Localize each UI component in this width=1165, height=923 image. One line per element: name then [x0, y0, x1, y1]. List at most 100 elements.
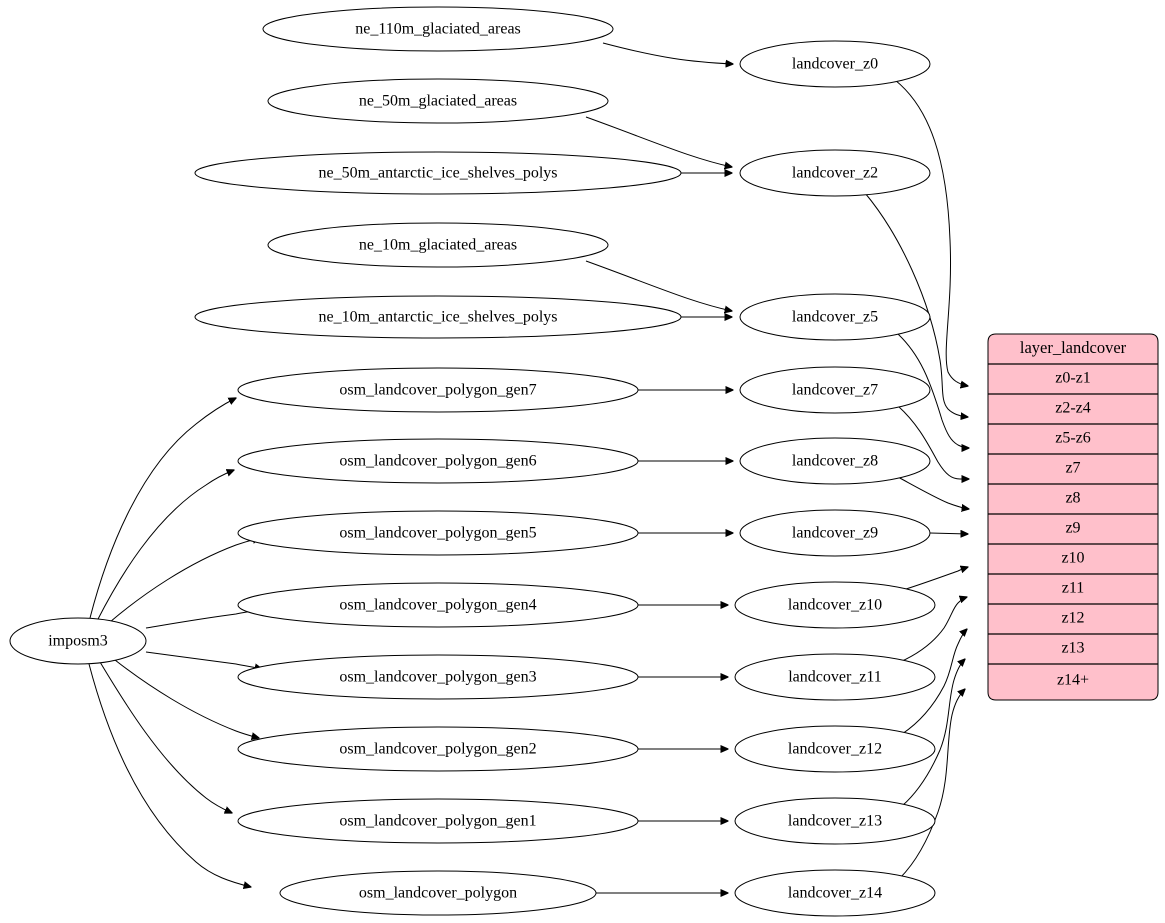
osm-landcover-polygon-gen4-label: osm_landcover_polygon_gen4: [339, 597, 536, 614]
edge-z12-to-row-z12: [901, 629, 967, 735]
table-row[interactable]: z9: [1065, 520, 1080, 537]
edge-imposm3-to-gen4: [145, 609, 262, 629]
node-osm-landcover-polygon-gen1[interactable]: osm_landcover_polygon_gen1: [237, 798, 639, 844]
ne-50m-glaciated-areas-ellipse[interactable]: [267, 78, 609, 124]
edge-imposm3-to-gen5: [109, 538, 260, 623]
table-row[interactable]: z12: [1061, 610, 1084, 627]
landcover-z10-label: landcover_z10: [788, 597, 882, 614]
ne-10m-glaciated-areas-ellipse[interactable]: [267, 222, 609, 268]
landcover-z0-ellipse[interactable]: [739, 40, 931, 88]
landcover-z5-ellipse[interactable]: [739, 293, 931, 341]
node-group-landcover-views: landcover_z0 landcover_z2 landcover_z5 l…: [734, 40, 936, 917]
node-group-osm-tables: osm_landcover_polygon_gen7 osm_landcover…: [237, 367, 639, 916]
osm-landcover-polygon-gen6-ellipse[interactable]: [237, 438, 639, 484]
landcover-z2-ellipse[interactable]: [739, 149, 931, 197]
osm-landcover-polygon-gen2-ellipse[interactable]: [237, 726, 639, 772]
edge-z5-to-row-z5z6: [897, 333, 969, 448]
node-ne-50m-antarctic-ice-shelves-polys[interactable]: ne_50m_antarctic_ice_shelves_polys: [194, 151, 682, 195]
layer-landcover-table[interactable]: layer_landcover z0-z1 z2-z4 z5-z6 z7 z8 …: [987, 333, 1159, 701]
osm-landcover-polygon-gen7-ellipse[interactable]: [237, 367, 639, 413]
osm-landcover-polygon-gen5-label: osm_landcover_polygon_gen5: [339, 525, 536, 542]
node-osm-landcover-polygon-gen6[interactable]: osm_landcover_polygon_gen6: [237, 438, 639, 484]
edge-group-imposm3: [88, 398, 262, 887]
edge-imposm3-to-gen1: [99, 661, 232, 813]
node-osm-landcover-polygon-gen4[interactable]: osm_landcover_polygon_gen4: [237, 582, 639, 628]
landcover-z11-label: landcover_z11: [788, 669, 882, 686]
ne-50m-antarctic-ice-shelves-polys-label: ne_50m_antarctic_ice_shelves_polys: [318, 165, 557, 182]
osm-landcover-polygon-gen3-ellipse[interactable]: [237, 654, 639, 700]
node-landcover-z5[interactable]: landcover_z5: [739, 293, 931, 341]
ne-110m-glaciated-areas-label: ne_110m_glaciated_areas: [355, 21, 521, 38]
landcover-z9-label: landcover_z9: [792, 525, 878, 542]
landcover-z7-label: landcover_z7: [792, 382, 878, 399]
landcover-z10-ellipse[interactable]: [734, 581, 936, 629]
landcover-z8-label: landcover_z8: [792, 453, 878, 470]
osm-landcover-polygon-gen4-ellipse[interactable]: [237, 582, 639, 628]
table-row[interactable]: z8: [1065, 490, 1080, 507]
node-landcover-z14[interactable]: landcover_z14: [734, 869, 936, 917]
edge-ne110m-to-z0: [602, 42, 733, 64]
ne-10m-glaciated-areas-label: ne_10m_glaciated_areas: [359, 237, 517, 254]
table-row[interactable]: z7: [1065, 460, 1080, 477]
landcover-z12-ellipse[interactable]: [734, 725, 936, 773]
edge-z2-to-row-z2z4: [864, 192, 968, 417]
node-osm-landcover-polygon-gen7[interactable]: osm_landcover_polygon_gen7: [237, 367, 639, 413]
node-landcover-z0[interactable]: landcover_z0: [739, 40, 931, 88]
osm-landcover-polygon-gen1-ellipse[interactable]: [237, 798, 639, 844]
table-row[interactable]: z0-z1: [1055, 370, 1091, 387]
node-imposm3[interactable]: imposm3: [9, 617, 147, 665]
ne-50m-antarctic-ice-shelves-polys-ellipse[interactable]: [194, 151, 682, 195]
node-landcover-z11[interactable]: landcover_z11: [734, 653, 936, 701]
node-ne-10m-glaciated-areas[interactable]: ne_10m_glaciated_areas: [267, 222, 609, 268]
node-osm-landcover-polygon[interactable]: osm_landcover_polygon: [279, 870, 597, 916]
node-osm-landcover-polygon-gen3[interactable]: osm_landcover_polygon_gen3: [237, 654, 639, 700]
node-landcover-z2[interactable]: landcover_z2: [739, 149, 931, 197]
table-row[interactable]: z13: [1061, 640, 1084, 657]
node-landcover-z13[interactable]: landcover_z13: [734, 797, 936, 845]
edge-group-landcover-to-layer: [864, 79, 969, 879]
osm-landcover-polygon-label: osm_landcover_polygon: [359, 885, 517, 902]
node-ne-50m-glaciated-areas[interactable]: ne_50m_glaciated_areas: [267, 78, 609, 124]
osm-landcover-polygon-gen5-ellipse[interactable]: [237, 510, 639, 556]
edge-z0-to-row-z0z1: [894, 79, 968, 386]
table-row[interactable]: z11: [1062, 580, 1085, 597]
node-ne-110m-glaciated-areas[interactable]: ne_110m_glaciated_areas: [262, 6, 614, 52]
edge-imposm3-to-gen7: [89, 398, 236, 619]
landcover-z12-label: landcover_z12: [788, 741, 882, 758]
landcover-z14-label: landcover_z14: [788, 885, 882, 902]
node-osm-landcover-polygon-gen2[interactable]: osm_landcover_polygon_gen2: [237, 726, 639, 772]
landcover-z7-ellipse[interactable]: [739, 366, 931, 414]
node-landcover-z12[interactable]: landcover_z12: [734, 725, 936, 773]
node-landcover-z9[interactable]: landcover_z9: [739, 509, 931, 557]
osm-landcover-polygon-gen1-label: osm_landcover_polygon_gen1: [339, 813, 536, 830]
landcover-z11-ellipse[interactable]: [734, 653, 936, 701]
osm-landcover-polygon-gen2-label: osm_landcover_polygon_gen2: [339, 741, 536, 758]
node-ne-10m-antarctic-ice-shelves-polys[interactable]: ne_10m_antarctic_ice_shelves_polys: [194, 295, 682, 339]
node-osm-landcover-polygon-gen5[interactable]: osm_landcover_polygon_gen5: [237, 510, 639, 556]
landcover-z14-ellipse[interactable]: [734, 869, 936, 917]
node-landcover-z10[interactable]: landcover_z10: [734, 581, 936, 629]
ne-50m-glaciated-areas-label: ne_50m_glaciated_areas: [359, 93, 517, 110]
edge-imposm3-to-gen2: [114, 659, 259, 738]
osm-landcover-polygon-ellipse[interactable]: [279, 870, 597, 916]
landcover-z9-ellipse[interactable]: [739, 509, 931, 557]
ne-10m-antarctic-ice-shelves-polys-label: ne_10m_antarctic_ice_shelves_polys: [318, 309, 557, 326]
imposm3-ellipse[interactable]: [9, 617, 147, 665]
node-landcover-z7[interactable]: landcover_z7: [739, 366, 931, 414]
table-row[interactable]: z10: [1061, 550, 1084, 567]
ne-110m-glaciated-areas-ellipse[interactable]: [262, 6, 614, 52]
edge-z8-to-row-z8: [897, 476, 969, 509]
table-row[interactable]: z2-z4: [1055, 400, 1091, 417]
ne-10m-antarctic-ice-shelves-polys-ellipse[interactable]: [194, 295, 682, 339]
landcover-z2-label: landcover_z2: [792, 165, 878, 182]
landcover-z5-label: landcover_z5: [792, 309, 878, 326]
table-row[interactable]: z14+: [1057, 672, 1089, 689]
landcover-z8-ellipse[interactable]: [739, 437, 931, 485]
landcover-z13-ellipse[interactable]: [734, 797, 936, 845]
edge-ne10m-glaciated-to-z5: [585, 260, 732, 311]
table-row[interactable]: z5-z6: [1055, 430, 1091, 447]
node-group-natural-earth: ne_110m_glaciated_areas ne_50m_glaciated…: [194, 6, 682, 339]
osm-landcover-polygon-gen6-label: osm_landcover_polygon_gen6: [339, 453, 536, 470]
edge-imposm3-to-polygon: [88, 663, 251, 887]
node-landcover-z8[interactable]: landcover_z8: [739, 437, 931, 485]
